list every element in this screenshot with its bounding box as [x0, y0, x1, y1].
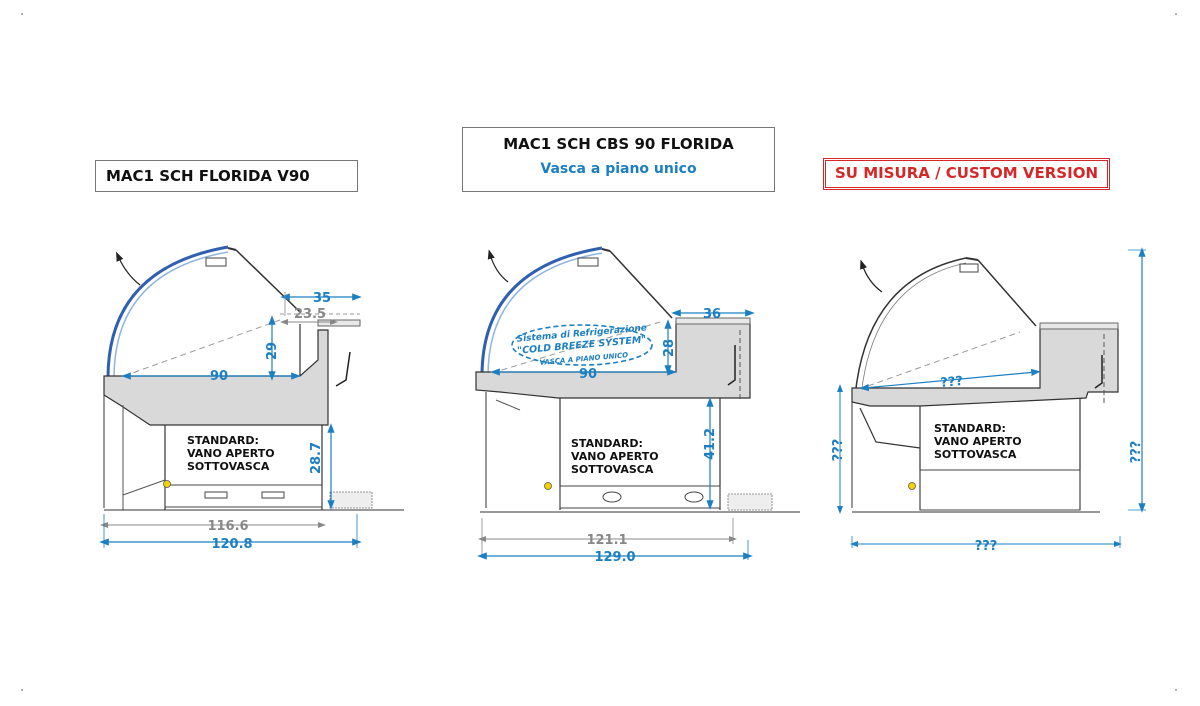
right-dim-left-height: ??? — [831, 439, 846, 462]
right-dim-total-height: ??? — [1129, 441, 1144, 464]
corner-marks — [21, 13, 1177, 691]
center-std-line2: VANO APERTO — [571, 450, 659, 463]
title-left: MAC1 SCH FLORIDA V90 — [95, 160, 358, 192]
left-dim-top: 35 — [313, 291, 331, 306]
right-std-line1: STANDARD: — [934, 422, 1006, 435]
left-dim-depth: 90 — [210, 369, 228, 384]
right-dim-depth: ??? — [940, 374, 964, 391]
right-std-line3: SOTTOVASCA — [934, 448, 1017, 461]
center-dim-glass-height: 28 — [662, 339, 677, 357]
center-dim-total-width: 129.0 — [594, 550, 635, 565]
title-center-line2: Vasca a piano unico — [540, 161, 697, 177]
left-dim-inner-width: 116.6 — [207, 519, 248, 534]
left-dim-glass-height: 29 — [265, 342, 280, 360]
left-std-line3: SOTTOVASCA — [187, 460, 270, 473]
left-std-line1: STANDARD: — [187, 434, 259, 447]
center-dim-inner-width: 121.1 — [586, 533, 627, 548]
title-right: SU MISURA / CUSTOM VERSION — [823, 158, 1110, 190]
center-dim-depth: 90 — [579, 367, 597, 382]
unit-left-drawing — [99, 245, 404, 548]
left-dim-under-height: 28.7 — [309, 442, 324, 474]
center-std-line3: SOTTOVASCA — [571, 463, 654, 476]
title-center-line1: MAC1 SCH CBS 90 FLORIDA — [503, 135, 734, 153]
right-std-line2: VANO APERTO — [934, 435, 1022, 448]
unit-right-drawing — [837, 247, 1146, 548]
title-center: MAC1 SCH CBS 90 FLORIDA Vasca a piano un… — [462, 127, 775, 192]
title-left-text: MAC1 SCH FLORIDA V90 — [106, 167, 310, 185]
center-dim-under-height: 41.2 — [703, 428, 718, 460]
unit-center-drawing — [475, 246, 800, 560]
center-std-line1: STANDARD: — [571, 437, 643, 450]
left-dim-top-gray: 23.5 — [294, 307, 326, 322]
left-std-line2: VANO APERTO — [187, 447, 275, 460]
title-right-text: SU MISURA / CUSTOM VERSION — [835, 164, 1098, 182]
left-dim-total-width: 120.8 — [211, 537, 252, 552]
right-dim-total-width: ??? — [975, 539, 998, 554]
center-dim-top: 36 — [703, 307, 721, 322]
